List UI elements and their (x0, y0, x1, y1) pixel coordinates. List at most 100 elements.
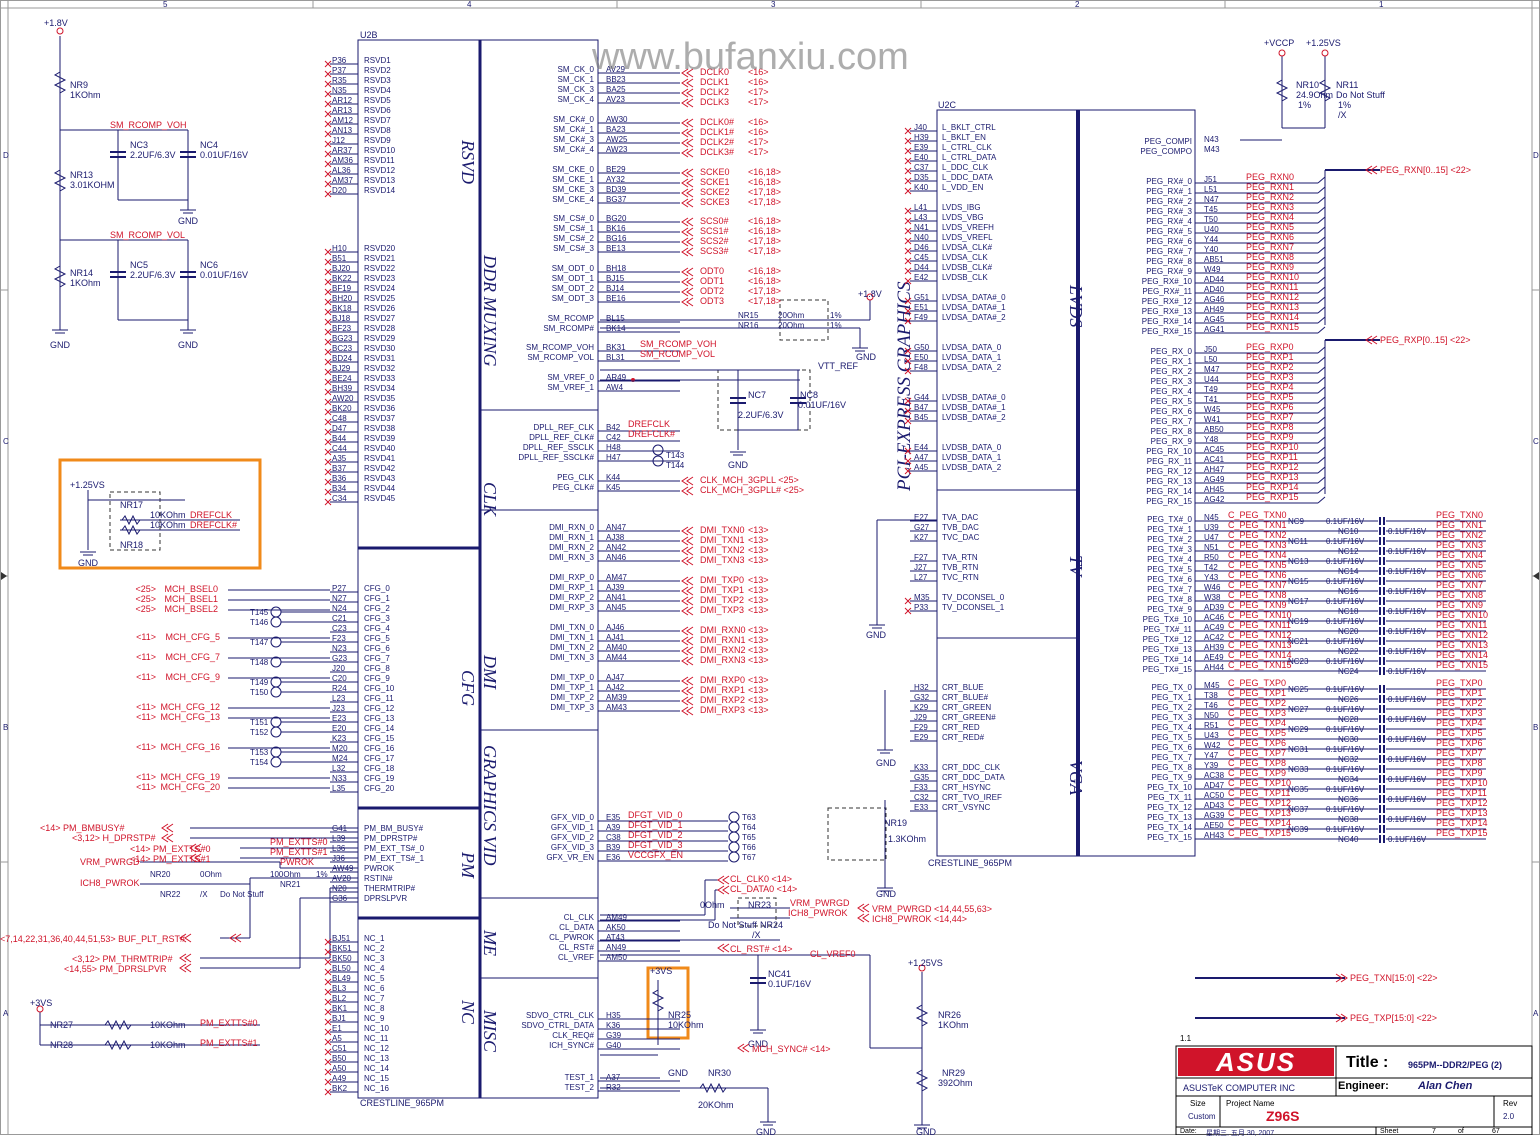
pin-number: BC23 (332, 344, 353, 353)
net-label: SCS2# (700, 236, 729, 246)
ground-label: GND (866, 630, 887, 640)
pin-number: AN47 (606, 523, 627, 532)
pin-number: C21 (332, 614, 347, 623)
pin-number: AV29 (606, 65, 626, 74)
page-ref: <13> (748, 535, 769, 545)
net-label: PEG_RXP11 (1246, 452, 1298, 462)
pin-name: RSTIN# (364, 874, 393, 883)
net-label: DMI_TXP3 (700, 605, 744, 615)
pin-name: NC_10 (364, 1024, 389, 1033)
no-connect-mark (324, 60, 332, 68)
offpage-connector-icon (681, 68, 694, 78)
offpage-connector-icon (189, 853, 202, 863)
pin-name: LVDSB_DATA_2 (942, 463, 1002, 472)
capacitor-ref: NC6 (200, 260, 218, 270)
no-connect-mark (904, 217, 912, 225)
bus-entry (1317, 476, 1326, 484)
test-point-icon (270, 726, 282, 738)
pin-name: TVA_DAC (942, 513, 979, 522)
net-label: PEG_TXN1 (1436, 520, 1483, 530)
pin-number: AM47 (606, 573, 627, 582)
net-label: C_PEG_TXP9 (1228, 768, 1286, 778)
offpage-connector-icon (229, 933, 242, 943)
pin-number: G23 (332, 654, 348, 663)
no-connect-mark (324, 278, 332, 286)
pin-number: N27 (332, 594, 347, 603)
bus-entry (1317, 186, 1326, 194)
pin-name: DMI_TXN_3 (550, 653, 595, 662)
pin-name: RSVD39 (364, 434, 396, 443)
pin-number: AJ47 (606, 673, 625, 682)
pin-name: CL_PWROK (549, 933, 595, 942)
capacitor-value: 0.1UF/16V (1388, 667, 1427, 676)
pin-name: RSVD9 (364, 136, 391, 145)
pin-name: RSVD25 (364, 294, 396, 303)
pin-number: AC46 (1204, 613, 1225, 622)
offpage-connector-icon (681, 217, 694, 227)
net-label: VRM_PWRGD <14,44,55,63> (872, 904, 992, 914)
pin-number: C42 (606, 433, 621, 442)
pin-number: F23 (332, 634, 346, 643)
capacitor-value: 0.1UF/16V (1326, 725, 1365, 734)
no-connect-mark (324, 120, 332, 128)
sheet-label: Sheet (1380, 1128, 1399, 1135)
ground-label: GND (78, 558, 99, 568)
pin-number: BJ1 (332, 1014, 346, 1023)
net-label: SCS3# (700, 246, 729, 256)
net-label: PEG_RXN7 (1246, 242, 1294, 252)
page-ref: <16,18> (748, 226, 781, 236)
net-label: C_PEG_TXN11 (1228, 620, 1291, 630)
pin-name: CRT_RED# (942, 733, 985, 742)
pin-name: RSVD45 (364, 494, 396, 503)
net-label: PEG_RXP1 (1246, 352, 1294, 362)
no-connect-mark (324, 1088, 332, 1096)
asus-logo: ASUS (1215, 1047, 1297, 1077)
pin-name: CFG_16 (364, 744, 395, 753)
pin-name: PEG_RX#_1 (1146, 187, 1192, 196)
pin-number: AJ46 (606, 623, 625, 632)
pin-number: AD44 (1204, 275, 1225, 284)
net-label: SM_RCOMP_VOH (110, 120, 187, 130)
pin-number: F27 (914, 553, 928, 562)
net-label: MCH_BSEL1 (164, 594, 218, 604)
pin-name: CFG_8 (364, 664, 390, 673)
pin-name: PEG_TX#_5 (1147, 565, 1192, 574)
net-label: PEG_TXN7 (1436, 580, 1483, 590)
pin-name: PEG_TX_15 (1147, 833, 1192, 842)
net-label: DMI_TXN0 (700, 525, 745, 535)
pin-name: SM_CK_3 (558, 85, 595, 94)
pin-name: PEG_TX_14 (1147, 823, 1192, 832)
pin-number: Y43 (1204, 573, 1219, 582)
no-connect-mark (324, 988, 332, 996)
offpage-connector-icon (681, 556, 694, 566)
ground-label: GND (50, 340, 71, 350)
ground-label: GND (178, 216, 199, 226)
pin-number: L35 (332, 784, 346, 793)
net-label: DREFCLK# (628, 429, 675, 439)
no-connect-mark (904, 247, 912, 255)
part-number: CRESTLINE_965PM (928, 858, 1012, 868)
pin-name: RSVD27 (364, 314, 396, 323)
pin-number: E33 (914, 803, 929, 812)
net-label: C_PEG_TXP15 (1228, 828, 1291, 838)
net-label: C_PEG_TXP13 (1228, 808, 1291, 818)
page-ref: <13> (748, 525, 769, 535)
net-label: DCLK2# (700, 137, 734, 147)
pin-number: BD24 (332, 354, 353, 363)
pin-name: RSVD12 (364, 166, 396, 175)
pin-number: W45 (1204, 405, 1221, 414)
pin-number: W46 (1204, 583, 1221, 592)
net-label: SCKE1 (700, 177, 730, 187)
pin-number: T41 (1204, 395, 1218, 404)
net-label: ICH8_PWROK (788, 908, 848, 918)
pin-name: RSVD21 (364, 254, 396, 263)
net-label: <14> PM_EXTTS#0 (130, 844, 211, 854)
pin-name: NC_13 (364, 1054, 389, 1063)
pin-number: BA23 (606, 125, 626, 134)
pin-name: SM_CK#_0 (553, 115, 594, 124)
pin-number: A49 (332, 1074, 347, 1083)
offpage-connector-icon (737, 1043, 750, 1053)
pin-name: SM_CK#_1 (553, 125, 594, 134)
pin-name: PEG_TX#_12 (1143, 635, 1193, 644)
page-ref: <13> (748, 655, 769, 665)
